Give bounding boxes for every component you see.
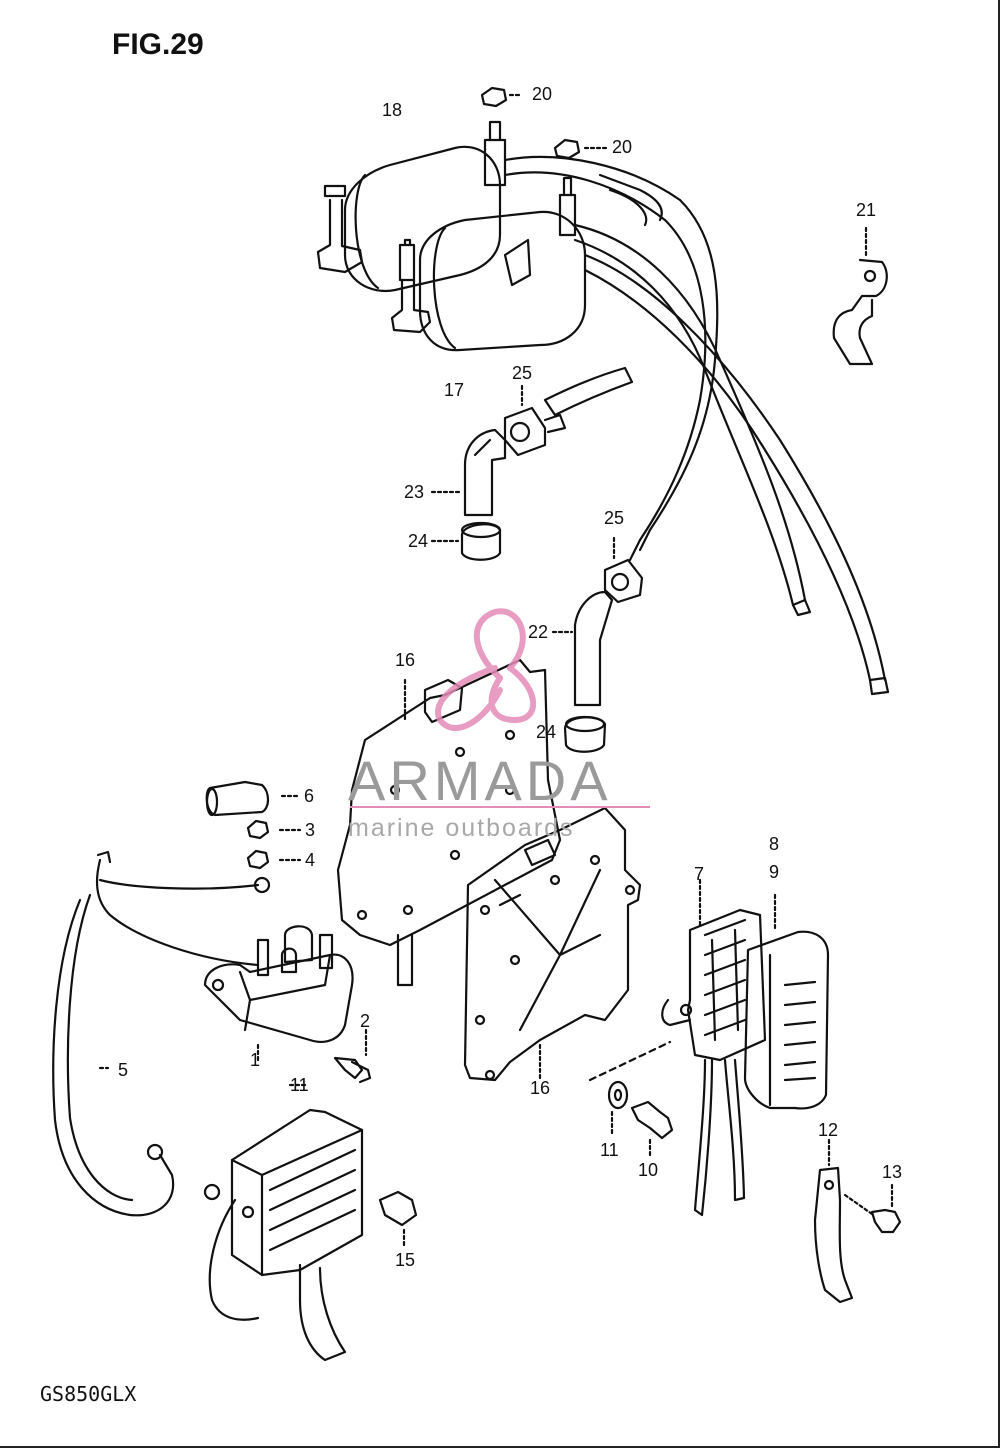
nut-20-upper: [480, 86, 524, 108]
callout-11: 11: [600, 1140, 619, 1160]
screw-13: [843, 1183, 902, 1234]
callout-6: 6: [304, 786, 315, 806]
fuse-box-7: [661, 878, 767, 1217]
callout-16: 16: [395, 650, 416, 670]
screw-15: [378, 1190, 418, 1250]
terminal-cap-6: [205, 780, 302, 817]
model-code: GS850GLX: [40, 1382, 137, 1406]
washer-4: [246, 849, 302, 870]
callout-22: 22: [528, 622, 549, 642]
callout-11-left: 11: [290, 1075, 309, 1095]
callout-24-upper: 24: [408, 531, 429, 551]
figure-title: FIG.29: [112, 28, 204, 61]
screw-2: [333, 1028, 372, 1084]
ignition-coil-19: [316, 120, 507, 293]
callout-15: 15: [395, 1250, 416, 1270]
callout-7: 7: [694, 864, 705, 884]
boot-23: [430, 428, 507, 517]
callout-23: 23: [404, 482, 425, 502]
callout-1: 1: [250, 1050, 261, 1070]
screw-10: [588, 1040, 674, 1157]
callout-21: 21: [856, 200, 877, 220]
washer-11: [607, 1080, 629, 1137]
clamp-21: [832, 226, 888, 366]
plug-cap-25-upper: [503, 384, 567, 457]
watermark-divider: [350, 806, 650, 808]
callout-17: 16: [530, 1078, 551, 1098]
callout-18: 17: [444, 380, 465, 400]
callout-8: 8: [769, 834, 780, 854]
callout-20-lower: 20: [612, 137, 633, 157]
bracket-16: [336, 658, 562, 987]
boot-22: [551, 590, 614, 707]
fuse-box-cover-8: [743, 893, 830, 1110]
bracket-17: [463, 806, 642, 1082]
nut-20-lower: [553, 138, 610, 160]
clamp-12: [813, 1138, 854, 1304]
regulator-rectifier: [203, 1083, 364, 1362]
callout-12: 12: [818, 1120, 839, 1140]
starter-relay-1: [203, 925, 354, 1062]
callout-19: 18: [382, 100, 403, 120]
callout-4: 4: [305, 850, 316, 870]
callout-5: 5: [118, 1060, 129, 1080]
callout-25-lower: 25: [604, 508, 625, 528]
callout-13: 13: [882, 1162, 903, 1182]
lead-wire-5: [52, 850, 271, 1217]
callout-20-upper: 20: [532, 84, 553, 104]
ignition-coil-18: [390, 176, 587, 352]
watermark-brand: ARMADA: [348, 749, 612, 812]
seal-24-upper: [430, 521, 502, 561]
watermark-tagline: marine outboards: [348, 814, 575, 842]
seal-24-lower: [563, 715, 607, 753]
nut-3: [246, 819, 302, 840]
watermark-propeller-logo: [435, 608, 537, 731]
ignition-cords: [503, 155, 890, 696]
callout-2: 2: [360, 1011, 371, 1031]
callout-9: 9: [769, 862, 780, 882]
callout-3: 3: [305, 820, 316, 840]
callout-10: 10: [638, 1160, 659, 1180]
callout-25-upper: 25: [512, 363, 533, 383]
plug-cap-25-lower: [603, 536, 644, 604]
callout-24-lower: 24: [536, 722, 557, 742]
